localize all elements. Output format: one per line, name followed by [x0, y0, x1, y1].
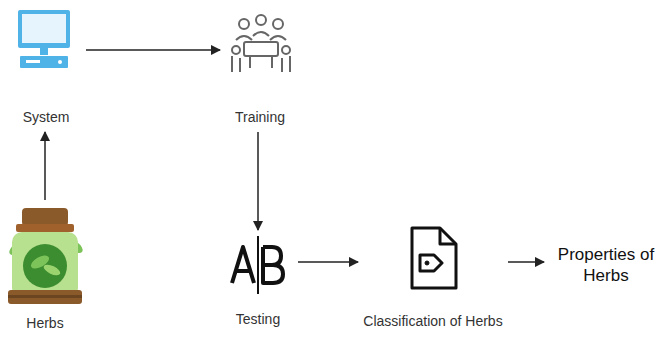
- computer-icon: [18, 10, 70, 68]
- flow-arrow: [86, 49, 220, 51]
- training-node: Training: [222, 12, 298, 130]
- node-label: Herbs: [26, 315, 63, 336]
- node-label: Training: [235, 109, 285, 130]
- node-label: Classification of Herbs: [363, 313, 502, 334]
- ab-test-icon: [232, 236, 283, 294]
- node-label: System: [23, 109, 70, 130]
- meeting-icon: [232, 15, 290, 72]
- document-tag-icon: [412, 228, 456, 288]
- node-label: Testing: [236, 311, 280, 332]
- node-label: Properties of Herbs: [546, 244, 666, 286]
- flow-arrow: [257, 132, 259, 230]
- properties-node: Properties of Herbs: [546, 238, 666, 292]
- classification-node: Classification of Herbs: [360, 222, 506, 334]
- herbs-node: Herbs: [2, 202, 88, 336]
- system-node: System: [8, 8, 84, 130]
- testing-node: Testing: [220, 232, 296, 332]
- flow-arrow: [508, 261, 544, 263]
- flow-arrow: [298, 261, 358, 263]
- flow-arrow: [44, 132, 46, 200]
- herb-jar: [7, 208, 85, 304]
